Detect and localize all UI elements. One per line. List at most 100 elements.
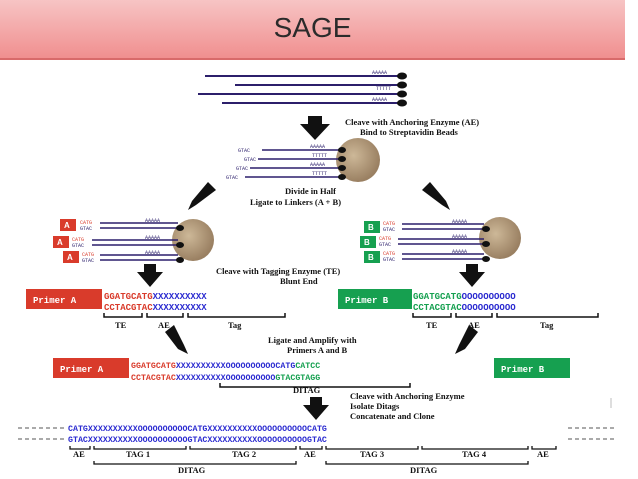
svg-text:TE: TE — [115, 320, 127, 330]
svg-text:GGATGCATGXXXXXXXXXX: GGATGCATGXXXXXXXXXX — [104, 292, 207, 302]
svg-text:TAG 1: TAG 1 — [126, 449, 150, 459]
svg-text:AAAAA: AAAAA — [145, 218, 160, 224]
svg-text:B: B — [368, 223, 374, 232]
step-ligate-linkers-label: Ligate to Linkers (A + B) — [250, 197, 341, 207]
bead-complex-linker-a: A A A CATG GTAC CATG GTAC CATG GTAC AAAA… — [53, 218, 214, 264]
mrna-strands — [198, 75, 398, 104]
svg-text:TTTTT: TTTTT — [312, 171, 327, 177]
svg-text:CATG: CATG — [383, 221, 395, 227]
svg-text:CATG: CATG — [383, 251, 395, 257]
svg-text:GTAC: GTAC — [236, 166, 248, 172]
svg-text:GTACXXXXXXXXXXOOOOOOOOOOGTACXX: GTACXXXXXXXXXXOOOOOOOOOOGTACXXXXXXXXXXOO… — [68, 436, 327, 445]
svg-text:CCTACGTACXXXXXXXXXX: CCTACGTACXXXXXXXXXX — [104, 303, 207, 313]
bracket-te — [103, 313, 143, 318]
svg-text:CATG: CATG — [72, 237, 84, 243]
svg-text:AE: AE — [304, 449, 316, 459]
svg-text:TAG 4: TAG 4 — [462, 449, 487, 459]
bead-complex-center: GTAC GTAC GTAC GTAC AAAAA TTTTT AAAAA TT… — [226, 138, 380, 182]
primer-b-box — [338, 289, 412, 309]
linker-a-box — [53, 236, 69, 248]
svg-text:GTAC: GTAC — [383, 227, 395, 233]
svg-text:AAAAA: AAAAA — [452, 234, 467, 240]
down-arrow-icon — [137, 264, 163, 287]
svg-text:A: A — [64, 221, 70, 230]
down-right-arrow-icon — [422, 182, 450, 210]
biotin-dot — [397, 81, 407, 89]
svg-text:TAG 2: TAG 2 — [232, 449, 256, 459]
polya-tail: AAAAA — [372, 97, 387, 103]
svg-text:AAAAA: AAAAA — [145, 250, 160, 256]
svg-text:Tag: Tag — [228, 320, 242, 330]
step-cleave-ae2-label: Cleave with Anchoring Enzyme — [350, 391, 465, 401]
svg-text:AE: AE — [158, 320, 170, 330]
concatemer: CATGXXXXXXXXXXOOOOOOOOOOCATGXXXXXXXXXXOO… — [18, 425, 615, 475]
svg-text:A: A — [57, 238, 63, 247]
svg-text:AAAAA: AAAAA — [145, 235, 160, 241]
linker-b-box — [364, 221, 380, 233]
step-concatenate-label: Concatenate and Clone — [350, 411, 435, 421]
streptavidin-bead-icon — [336, 138, 380, 182]
svg-text:TTTTT: TTTTT — [312, 153, 327, 159]
svg-text:AAAAA: AAAAA — [452, 249, 467, 255]
svg-text:TE: TE — [426, 320, 438, 330]
streptavidin-bead-icon — [479, 217, 521, 259]
down-right-arrow-icon — [165, 325, 188, 354]
svg-text:AE: AE — [537, 449, 549, 459]
linker-b-box — [360, 236, 376, 248]
svg-text:CATG: CATG — [82, 252, 94, 258]
svg-text:B: B — [364, 238, 370, 247]
linker-a-box — [63, 251, 79, 263]
biotin-dot — [397, 90, 407, 98]
bracket-ae — [146, 313, 184, 318]
svg-text:B: B — [368, 253, 374, 262]
svg-text:GTAC: GTAC — [226, 175, 238, 181]
down-arrow-icon — [459, 264, 485, 287]
svg-text:DITAG: DITAG — [410, 465, 438, 475]
tag-construct-b: Primer B GGATGCATGOOOOOOOOOO CCTACGTACOO… — [338, 289, 599, 330]
bracket-ditag — [219, 383, 411, 388]
svg-text:GTAC: GTAC — [238, 148, 250, 154]
step-isolate-ditags-label: Isolate Ditags — [350, 401, 400, 411]
svg-text:AAAAA: AAAAA — [310, 162, 325, 168]
down-left-arrow-icon — [455, 325, 478, 354]
svg-text:GTAC: GTAC — [72, 243, 84, 249]
svg-text:CATG: CATG — [80, 220, 92, 226]
svg-text:GGATGCATGXXXXXXXXXXOOOOOOOOOOC: GGATGCATGXXXXXXXXXXOOOOOOOOOOCATGCATCC — [131, 362, 320, 371]
primer-a-label: Primer A — [33, 296, 77, 306]
biotin-dots — [397, 72, 407, 107]
primer-b-label: Primer B — [345, 296, 389, 306]
tag-construct-a: Primer A GGATGCATGXXXXXXXXXX CCTACGTACXX… — [26, 289, 286, 330]
ditag-construct: Primer A Primer B GGATGCATGXXXXXXXXXXOOO… — [53, 358, 570, 395]
bracket-tag — [187, 313, 286, 318]
svg-text:CCTACGTACXXXXXXXXXXOOOOOOOOOOG: CCTACGTACXXXXXXXXXXOOOOOOOOOOGTACGTAGG — [131, 374, 320, 383]
svg-text:GTAC: GTAC — [379, 242, 391, 248]
title-bar: SAGE — [0, 0, 625, 60]
slide-title: SAGE — [273, 12, 352, 43]
svg-text:AAAAA: AAAAA — [310, 144, 325, 150]
polya-tails: AAAAA TTTTT AAAAA — [372, 70, 391, 103]
primer-a-box — [26, 289, 102, 309]
svg-text:CCTACGTACOOOOOOOOOO: CCTACGTACOOOOOOOOOO — [413, 303, 516, 313]
biotin-dot — [397, 99, 407, 107]
linker-a-box — [60, 219, 76, 231]
bracket-te — [412, 313, 452, 318]
down-arrow-icon — [300, 116, 330, 140]
svg-text:Tag: Tag — [540, 320, 554, 330]
primer-b-box — [494, 358, 570, 378]
svg-text:DITAG: DITAG — [293, 385, 321, 395]
svg-text:CATG: CATG — [379, 236, 391, 242]
biotin-dot — [397, 72, 407, 80]
polya-tail: AAAAA — [372, 70, 387, 76]
step-bind-beads-label: Bind to Streptavidin Beads — [360, 127, 459, 137]
sage-diagram: AAAAA TTTTT AAAAA Cleave with Anchoring … — [18, 70, 615, 475]
step-cleave-ae-label: Cleave with Anchoring Enzyme (AE) — [345, 117, 479, 127]
svg-text:GTAC: GTAC — [383, 257, 395, 263]
polyt-tail: TTTTT — [376, 86, 391, 92]
bracket-ae — [455, 313, 493, 318]
svg-text:DITAG: DITAG — [178, 465, 206, 475]
step-cleave-te-label: Cleave with Tagging Enzyme (TE) — [216, 266, 340, 276]
bracket-tag — [496, 313, 599, 318]
svg-text:AE: AE — [73, 449, 85, 459]
bead-complex-linker-b: B B B CATG GTAC CATG GTAC CATG GTAC AAAA… — [360, 217, 521, 263]
step-primers-label: Primers A and B — [287, 345, 348, 355]
